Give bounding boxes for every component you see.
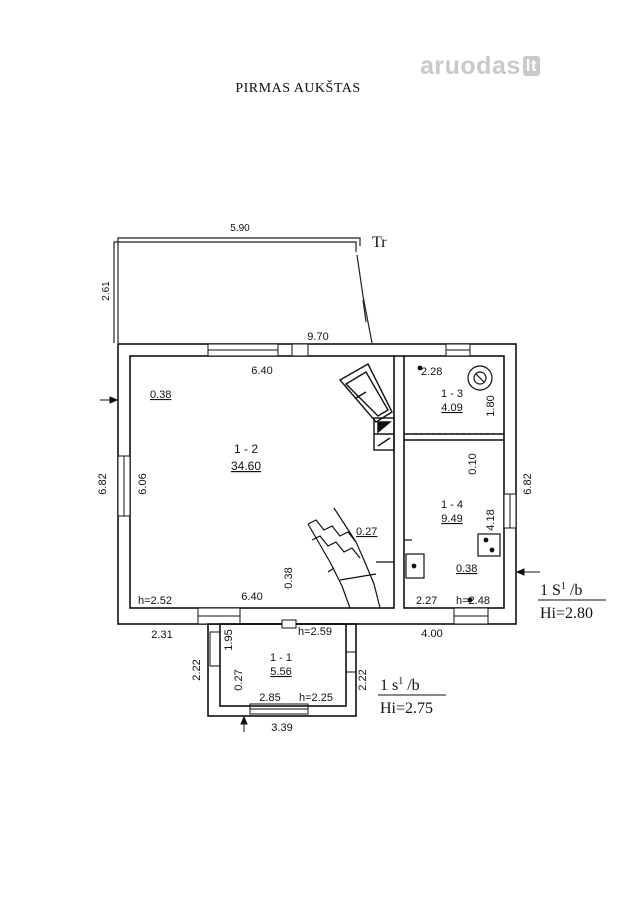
room-1-3-area: 4.09 [441,402,462,414]
dim-vestibule-left: 2.22 [191,659,203,680]
vestibule-door [281,619,297,629]
dim-right-height: 6.82 [522,473,534,494]
dim-main-width-bottom: 6.40 [241,591,262,603]
room-1-4-id: 1 - 4 [441,499,463,511]
dim-vestibule-outer-width: 3.39 [271,722,292,734]
terrace-width: 5.90 [230,223,250,234]
dim-vestibule-wall: 0.27 [233,669,245,690]
dim-r14-partition: 0.10 [467,453,479,474]
dim-main-width-top: 6.40 [251,365,272,377]
room-1-3-id: 1 - 3 [441,388,463,400]
room-1-4-area: 9.49 [441,513,462,525]
dim-left-height: 6.82 [97,473,109,494]
dim-partition: 0.27 [356,526,377,538]
vestibule-class-base: 1 s [380,677,398,694]
dim-vestibule-offset: 2.31 [151,629,172,641]
windows [117,343,517,715]
dim-right-wing-width: 4.00 [421,628,442,640]
dim-vestibule-inner-width: 2.85 [259,692,280,704]
dim-vestibule-inner-height: 1.95 [223,629,235,650]
vestibule-class: 1 s1 /b Hi=2.75 [378,676,446,717]
dim-inner-height: 6.06 [137,473,149,494]
dim-r13-depth: 1.80 [485,395,497,416]
main-class-suffix: /b [566,582,582,599]
room-1-2-id: 1 - 2 [234,442,258,456]
svg-text:1 S1 /b: 1 S1 /b [540,581,582,599]
room-1-2-height: h=2.52 [138,595,172,607]
stove [338,363,395,451]
svg-text:1 s1 /b: 1 s1 /b [380,676,420,694]
terrace [113,237,373,344]
logo-text: aruodas [420,52,521,80]
vestibule-class-suffix: /b [403,677,419,694]
stairs [307,507,394,609]
room-1-1-height: h=2.25 [299,692,333,704]
vestibule-class-height: Hi=2.75 [380,700,433,717]
dim-r14-wall: 0.38 [456,563,477,575]
outer-walls [117,343,517,625]
terrace-label: Tr [372,234,387,251]
main-class-base: 1 S [540,582,561,599]
room-1-2-area: 34.60 [231,459,261,473]
dim-vestibule-right: 2.22 [357,669,369,690]
main-class-height: Hi=2.80 [540,605,593,622]
dim-r14-depth: 4.18 [485,509,497,530]
arrows [100,396,540,732]
dim-r14-width: 2.27 [416,595,437,607]
main-class-sup: 1 [561,581,566,592]
room-1-1-area: 5.56 [270,666,291,678]
room-1-4-height: h=2.48 [456,595,490,607]
bathroom-fixtures [404,365,501,603]
room-1-1-id: 1 - 1 [270,652,292,664]
dim-overall-width: 9.70 [307,331,328,343]
dim-vestibule-door-height: h=2.59 [298,626,332,638]
terrace-depth: 2.61 [101,281,112,301]
vestibule-class-sup: 1 [398,676,403,687]
dim-stair-wall: 0.38 [283,567,295,588]
dim-wall-left: 0.38 [150,389,171,401]
logo-suffix: lt [522,56,541,76]
dim-r13-width: 2.28 [421,366,442,378]
main-building-class: 1 S1 /b Hi=2.80 [538,581,606,622]
plan-title: PIRMAS AUKŠTAS [235,79,360,96]
